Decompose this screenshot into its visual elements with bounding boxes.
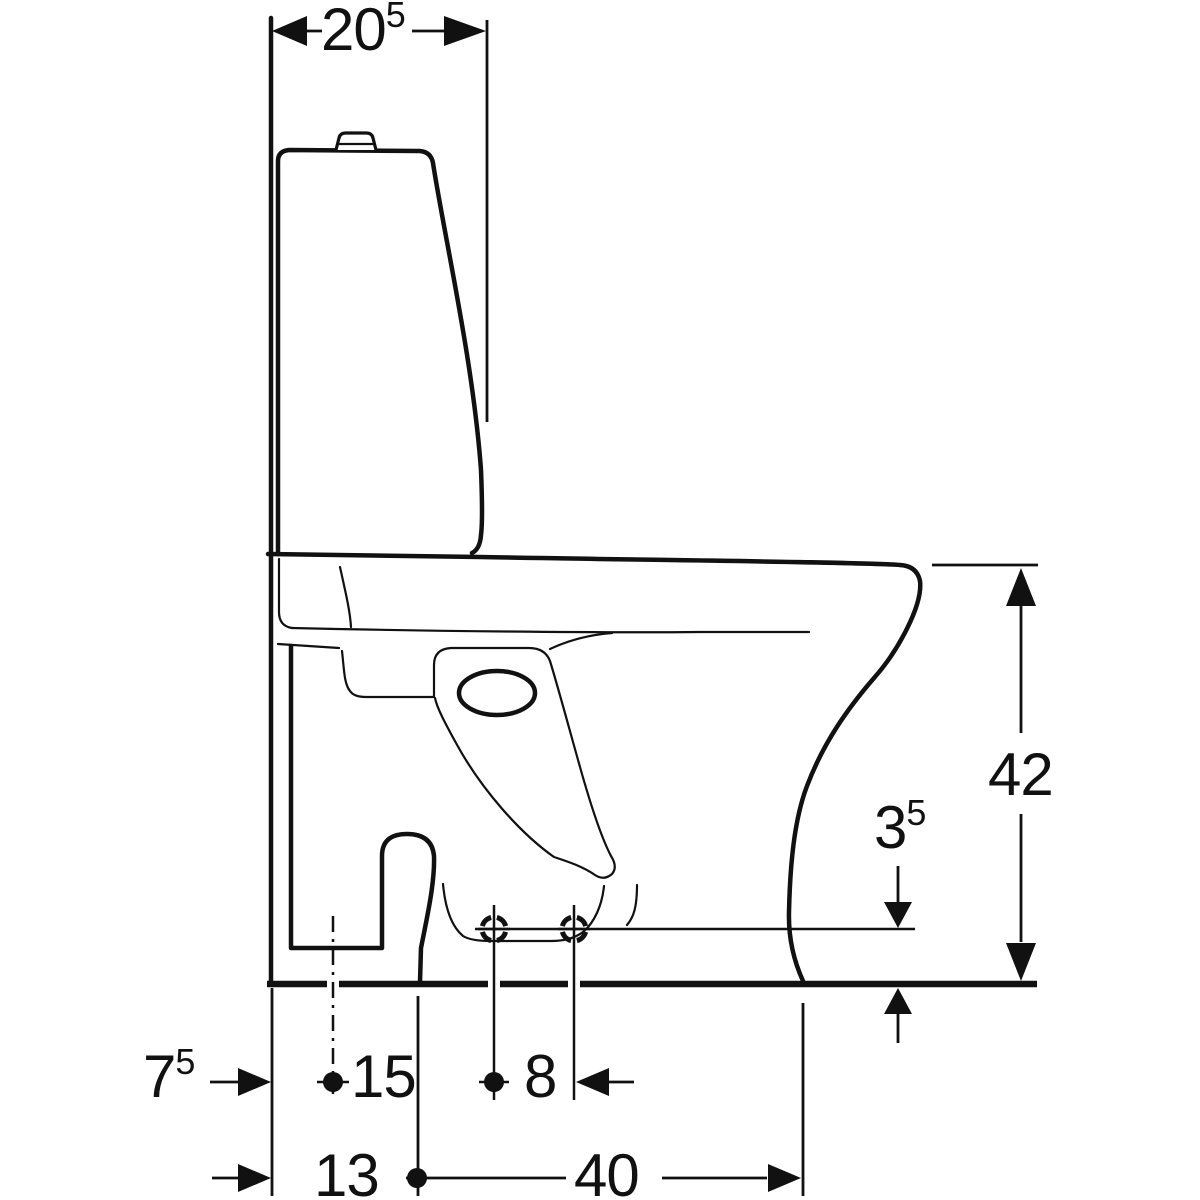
arrowhead-down-icon (884, 902, 912, 928)
pedestal-back-and-recess (288, 643, 437, 985)
seat-hinge-line (338, 565, 353, 629)
dim-label-cistern-depth: 205 (321, 0, 405, 63)
dimension-cistern-depth: 205 (272, 0, 489, 422)
dim-label-15: 15 (351, 1043, 416, 1110)
arrowhead-up-icon (884, 988, 912, 1014)
crosshair-circle-icon (479, 914, 509, 944)
toilet-outline (265, 131, 923, 985)
fixing-hole-symbol-right (558, 905, 590, 953)
fixing-hole-symbols (475, 905, 915, 953)
trapway-to-rim-arc (548, 631, 614, 651)
arrowhead-up-icon (1006, 568, 1036, 606)
crosshair-axes (478, 905, 510, 953)
rim-pedestal-seam-line (276, 642, 341, 650)
flush-button (334, 131, 378, 152)
crosshair-axes (558, 905, 590, 953)
seat-and-bowl-front-outline (265, 551, 923, 984)
seat-back-edge-line (277, 557, 294, 630)
cistern-outline (275, 147, 485, 557)
arrowhead-right-icon (238, 1164, 271, 1192)
dim-label-40: 40 (574, 1142, 639, 1200)
arrowhead-right-icon (444, 16, 486, 46)
dimension-fixing-height: 35 (874, 792, 926, 1043)
rim-skirt-line (340, 649, 435, 699)
dimension-row-lower: 13 40 (212, 1142, 801, 1200)
bowl-rim-line (290, 626, 811, 634)
dim-label-outlet-offset: 75 (143, 1041, 194, 1110)
foot-recess-right-arc (625, 883, 639, 927)
trapway-outline (432, 646, 616, 879)
foot-recess-line (441, 882, 606, 943)
wall-and-floor (267, 15, 1037, 988)
outlet-ellipse (456, 668, 538, 718)
dimension-row-upper: 75 15 8 (143, 1041, 634, 1110)
arrowhead-left-icon (272, 16, 307, 46)
fixing-hole-symbol-left (478, 905, 510, 953)
crosshair-circle-icon (559, 914, 589, 944)
dim-label-bowl-height: 42 (988, 741, 1053, 808)
dim-label-fixing-height: 35 (874, 792, 925, 861)
arrowhead-right-icon (768, 1164, 801, 1192)
arrowhead-down-icon (1006, 943, 1036, 981)
dim-label-13: 13 (314, 1142, 379, 1200)
dim-label-8: 8 (524, 1043, 556, 1110)
arrowhead-right-icon (238, 1068, 271, 1096)
dimension-bowl-height: 42 (932, 563, 1054, 981)
arrowhead-left-icon (576, 1068, 609, 1096)
toilet-interior-details (276, 557, 811, 943)
